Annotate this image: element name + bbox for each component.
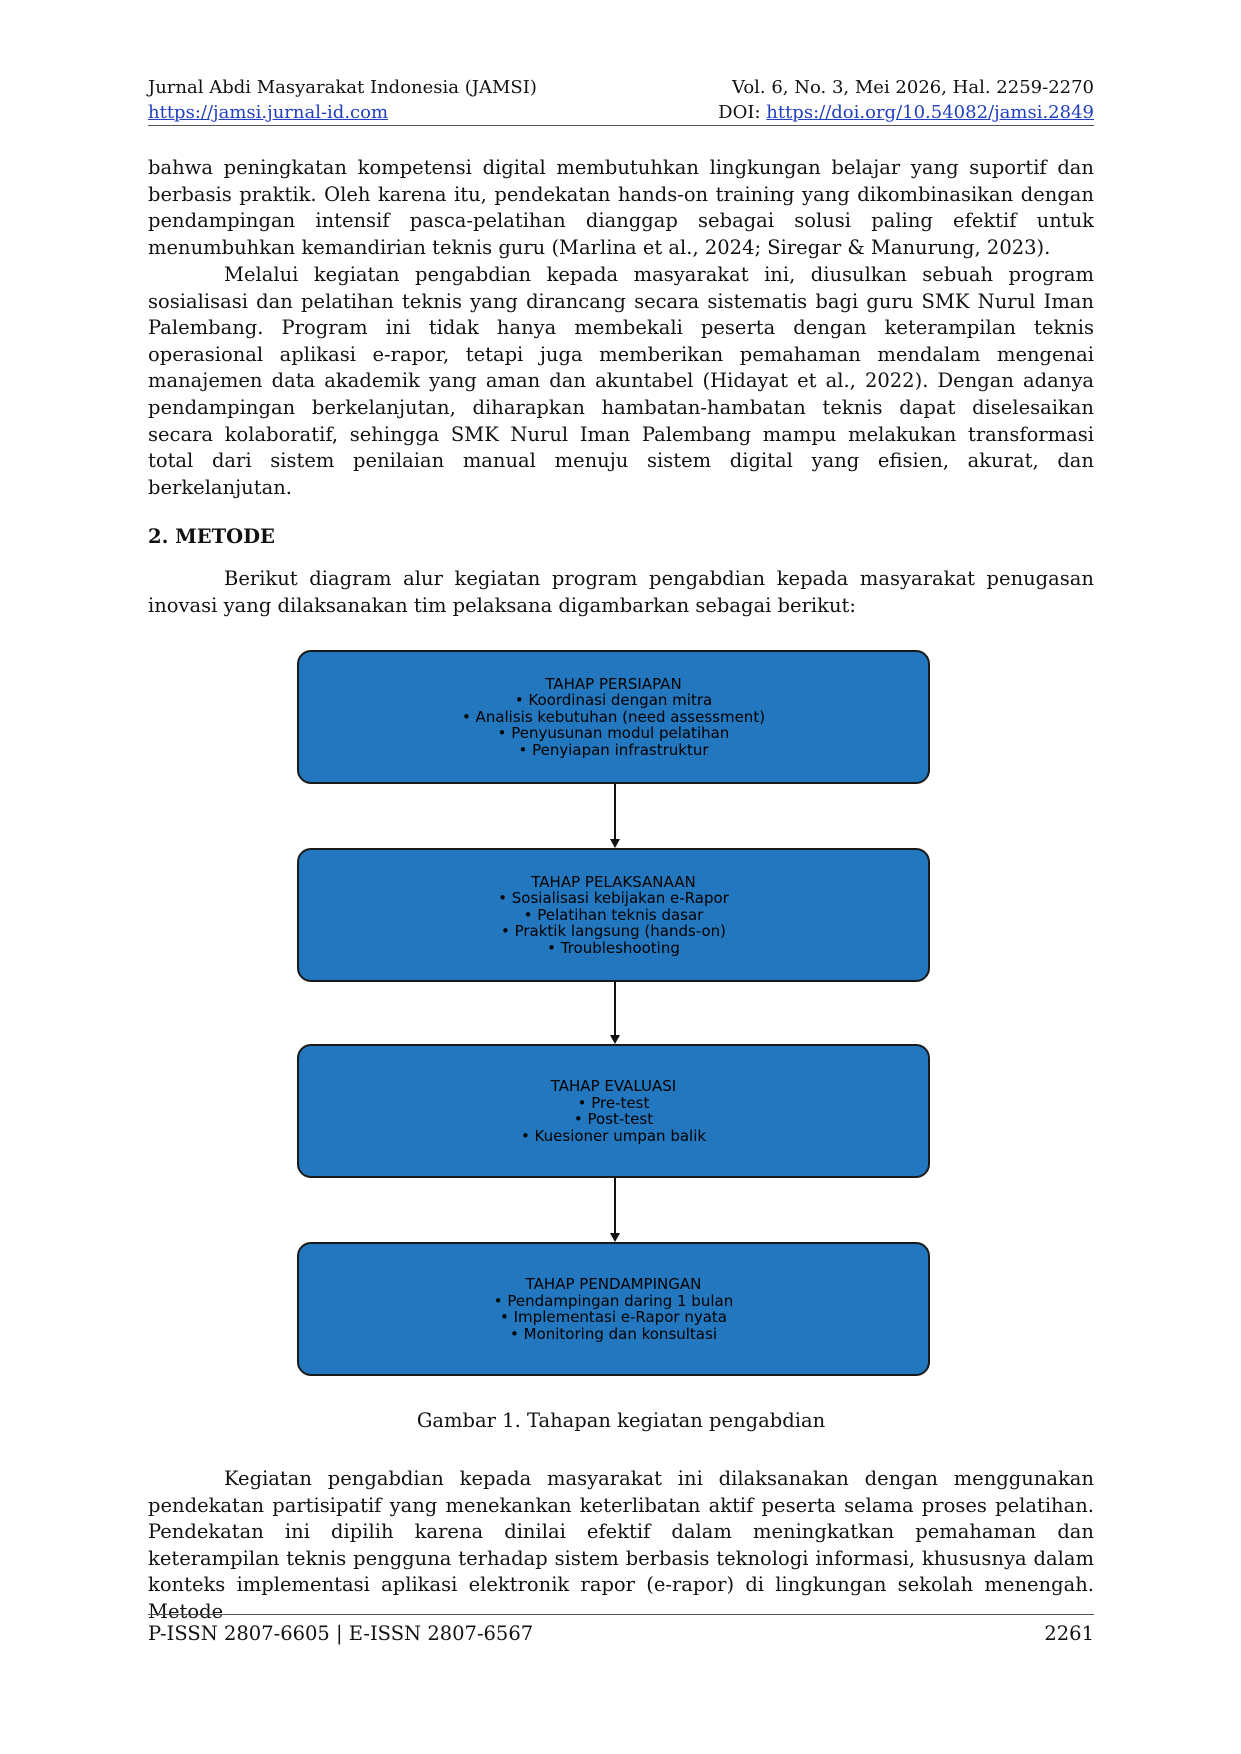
flow-arrow [610, 784, 620, 848]
stage-title: TAHAP EVALUASI [550, 1077, 677, 1095]
doi-line: DOI: https://doi.org/10.54082/jamsi.2849 [718, 101, 1094, 125]
figure-caption: Gambar 1. Tahapan kegiatan pengabdian [416, 1409, 826, 1432]
stage-item: • Penyiapan infrastruktur [518, 740, 709, 759]
flow-arrow [610, 982, 620, 1044]
stage-box-evaluasi: TAHAP EVALUASI • Pre-test • Post-test • … [297, 1044, 930, 1178]
stage-item: • Implementasi e-Rapor nyata [500, 1308, 727, 1326]
running-footer: P-ISSN 2807-6605 | E-ISSN 2807-6567 2261 [148, 1621, 1094, 1647]
journal-site-link[interactable]: https://jamsi.jurnal-id.com [148, 102, 389, 123]
stage-item: • Kuesioner umpan balik [520, 1126, 707, 1145]
stage-item: • Pelatihan teknis dasar [523, 905, 704, 924]
paragraph-intro-continued: bahwa peningkatan kompetensi digital mem… [148, 156, 1094, 259]
paragraph-diagram-intro: Berikut diagram alur kegiatan program pe… [148, 567, 1094, 617]
stage-box-persiapan: TAHAP PERSIAPAN • Koordinasi dengan mitr… [297, 650, 930, 784]
stage-item: • Koordinasi dengan mitra [514, 691, 713, 710]
page-number: 2261 [1044, 1622, 1094, 1645]
issn-info: P-ISSN 2807-6605 | E-ISSN 2807-6567 [148, 1622, 534, 1645]
stage-box-pelaksanaan: TAHAP PELAKSANAAN • Sosialisasi kebijaka… [297, 848, 930, 982]
stage-box-pendampingan: TAHAP PENDAMPINGAN • Pendampingan daring… [297, 1242, 930, 1376]
stage-title: TAHAP PENDAMPINGAN [525, 1275, 702, 1293]
paragraph-program-proposal: Melalui kegiatan pengabdian kepada masya… [148, 263, 1094, 499]
section-heading: 2. METODE [148, 525, 275, 548]
stage-item: • Post-test [573, 1110, 654, 1128]
running-header: Jurnal Abdi Masyarakat Indonesia (JAMSI)… [148, 76, 1094, 100]
stage-item: • Monitoring dan konsultasi [510, 1324, 717, 1343]
stage-item: • Pre-test [577, 1093, 650, 1112]
header-divider [148, 125, 1094, 126]
footer-divider [148, 1614, 1094, 1615]
header-links: https://jamsi.jurnal-id.com DOI: https:/… [148, 101, 1094, 125]
stage-item: • Sosialisasi kebijakan e-Rapor [498, 889, 729, 908]
stage-title: TAHAP PELAKSANAAN [531, 872, 696, 891]
stage-title: TAHAP PERSIAPAN [545, 674, 682, 693]
doi-label: DOI: [718, 102, 767, 123]
stage-item: • Praktik langsung (hands-on) [500, 922, 727, 941]
stage-item: • Analisis kebutuhan (need assessment) [461, 707, 766, 726]
paragraph-method: Kegiatan pengabdian kepada masyarakat in… [148, 1467, 1094, 1623]
stage-item: • Penyusunan modul pelatihan [497, 724, 730, 743]
journal-name: Jurnal Abdi Masyarakat Indonesia (JAMSI) [148, 77, 537, 98]
stage-item: • Troubleshooting [547, 938, 680, 957]
doi-link[interactable]: https://doi.org/10.54082/jamsi.2849 [766, 102, 1094, 123]
volume-info: Vol. 6, No. 3, Mei 2026, Hal. 2259-2270 [731, 77, 1094, 98]
flow-arrow [610, 1178, 620, 1242]
stage-item: • Pendampingan daring 1 bulan [493, 1291, 734, 1310]
